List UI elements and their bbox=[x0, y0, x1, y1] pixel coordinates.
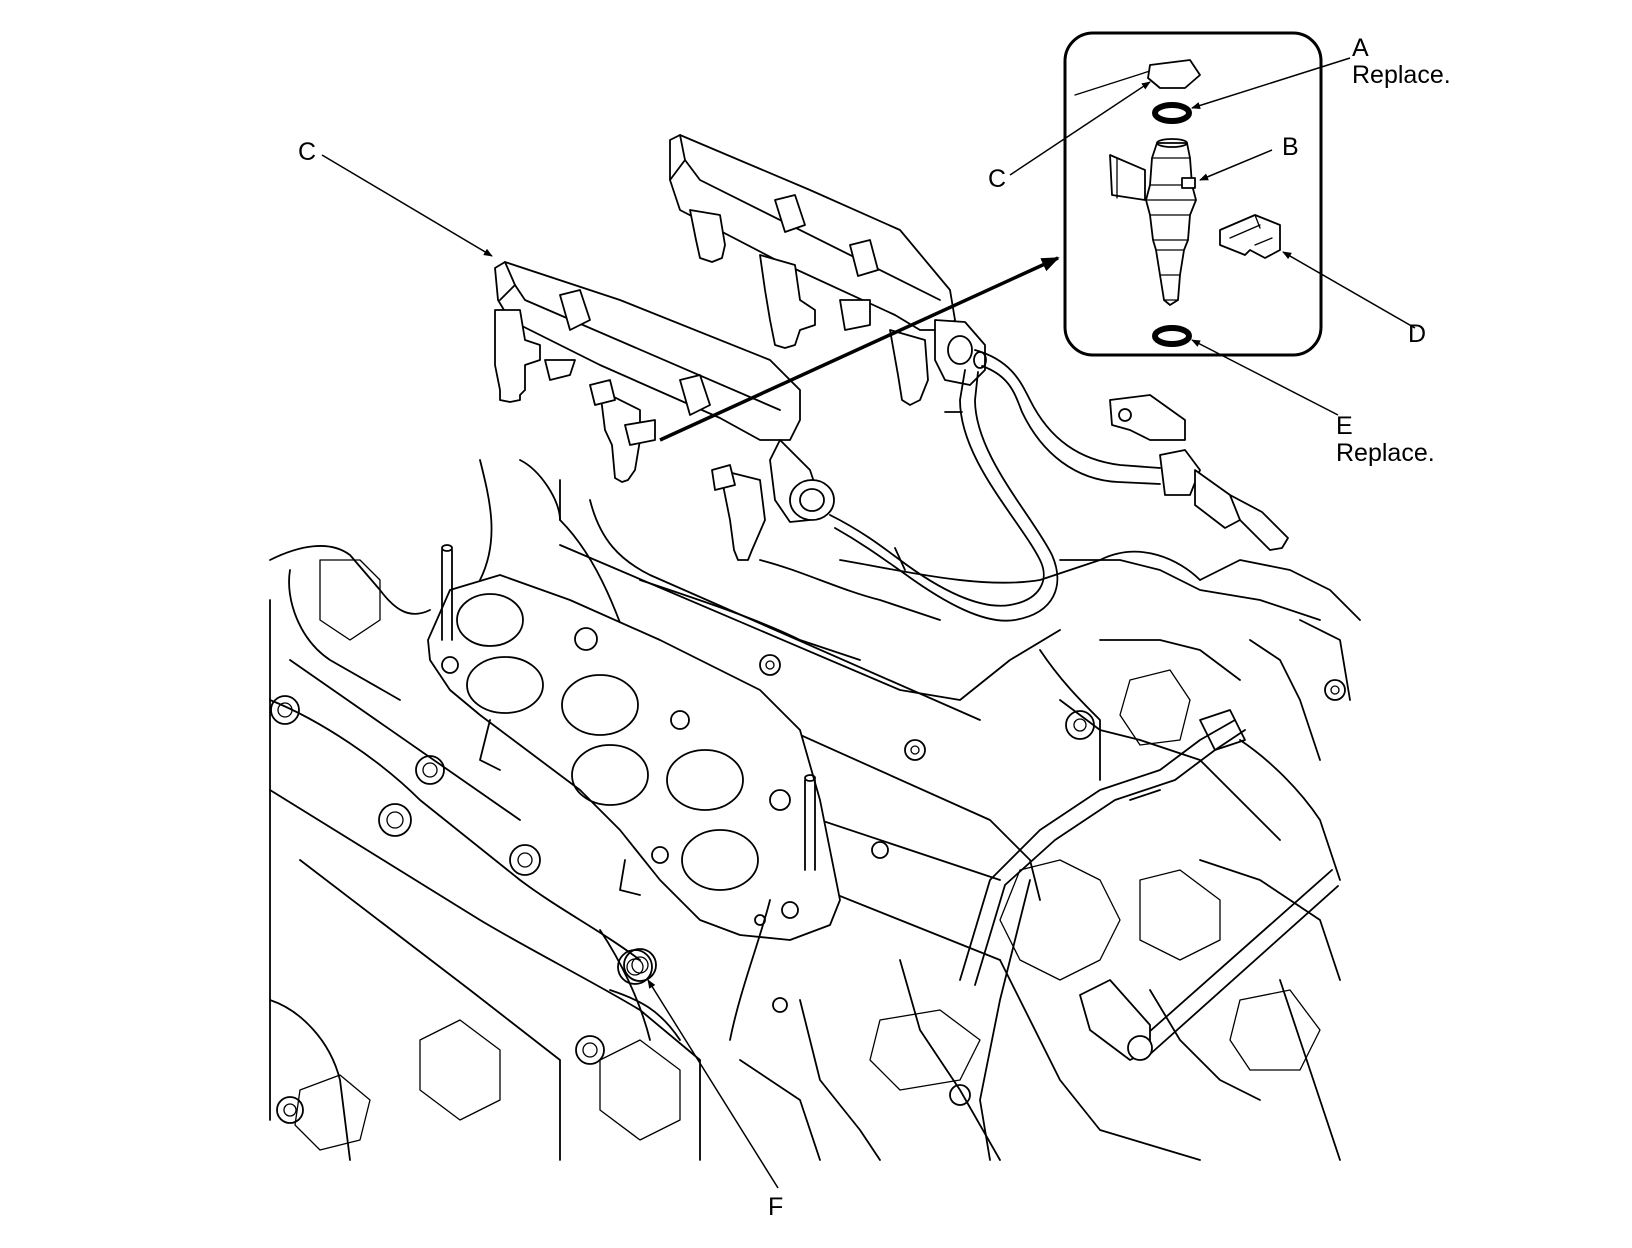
callout-b: B bbox=[1282, 133, 1299, 161]
fuel-injector-b bbox=[1109, 138, 1197, 306]
injector-clip-d bbox=[1219, 214, 1281, 259]
inset-detail-panel bbox=[1063, 31, 1323, 357]
leader-lines bbox=[321, 57, 1416, 1189]
callout-a-note: Replace. bbox=[1352, 61, 1451, 89]
callout-f: F bbox=[768, 1193, 783, 1221]
callout-c-inset: C bbox=[988, 165, 1006, 193]
callout-e: E bbox=[1336, 412, 1353, 440]
fuel-feed-hoses bbox=[829, 349, 1289, 622]
fuel-rail-rear bbox=[669, 134, 987, 406]
o-ring-a bbox=[1152, 102, 1192, 124]
fuel-rail-front bbox=[494, 261, 835, 561]
callout-e-note: Replace. bbox=[1336, 439, 1435, 467]
callout-c-main: C bbox=[298, 138, 316, 166]
intake-manifold-gasket bbox=[427, 544, 841, 1041]
engine-block bbox=[269, 459, 1361, 1161]
inset-pointer-arrow bbox=[659, 256, 1060, 442]
bolt-f bbox=[617, 949, 653, 985]
o-ring-e bbox=[1152, 325, 1192, 347]
callout-a: A bbox=[1352, 34, 1369, 62]
callout-d: D bbox=[1408, 320, 1426, 348]
